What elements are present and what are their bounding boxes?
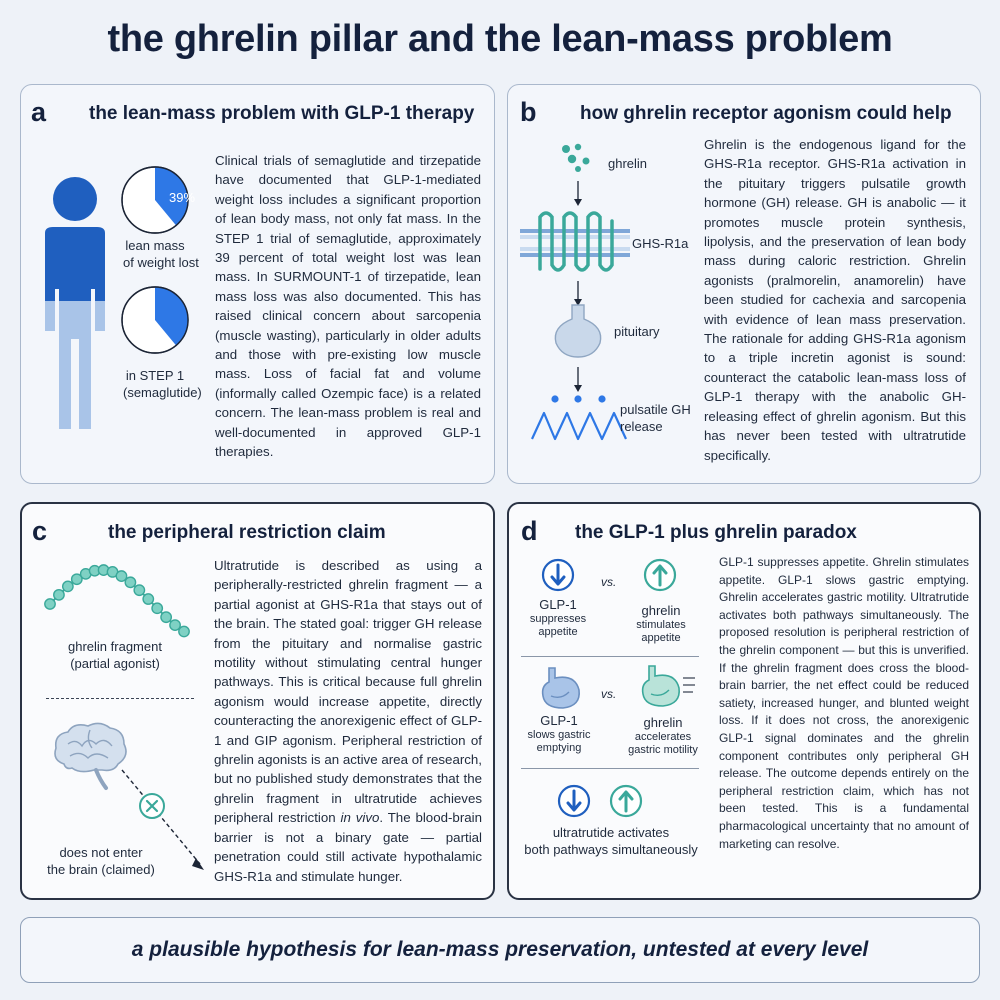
lean-mass-slice (155, 167, 188, 226)
label-sub: emptying (536, 742, 582, 754)
caption-line: in STEP 1 (125, 368, 185, 383)
panel-b-body: Ghrelin is the endogenous ligand for the… (704, 137, 966, 463)
panel-a-body: Clinical trials of semaglutide and tirze… (215, 153, 481, 460)
label-pituitary: pituitary (614, 324, 660, 339)
panel-b-letter: b (520, 97, 537, 127)
step1-pie-chart (121, 286, 189, 354)
amino-acid-bead (53, 588, 65, 601)
label-line: ghrelin (643, 715, 683, 730)
label-sub: stimulates (636, 619, 686, 631)
label-line: release (620, 419, 663, 434)
ghs-r1a-receptor-icon (520, 211, 630, 272)
panel-c-heading: the peripheral restriction claim (108, 522, 386, 543)
vs-label: vs. (601, 575, 617, 589)
person-icon (45, 177, 105, 429)
label-does-not-enter-brain: does not enter the brain (claimed) (36, 844, 166, 878)
arrow-down-icon (574, 281, 582, 306)
amino-acid-bead (44, 598, 56, 610)
panel-b: b how ghrelin receptor agonism could hel… (507, 84, 981, 484)
amino-acid-bead (133, 584, 146, 597)
arrow-down-icon (574, 367, 582, 392)
page-title: the ghrelin pillar and the lean-mass pro… (107, 18, 893, 60)
arrow-up-circle-icon (643, 558, 677, 592)
amino-acid-bead (115, 570, 128, 582)
label-sub: gastric motility (628, 744, 698, 756)
label-line: ghrelin (641, 603, 681, 618)
pituitary-icon (554, 304, 602, 358)
ghrelin-fragment-chain-icon (44, 564, 190, 638)
panel-a-letter: a (31, 97, 47, 127)
panel-c: c the peripheral restriction claim ghrel… (20, 502, 495, 900)
pie-caption-step1: in STEP 1 (semaglutide) (123, 367, 202, 401)
label-line: pulsatile GH (620, 402, 691, 417)
brain-icon (54, 722, 127, 790)
label-ghrelin-fragment: ghrelin fragment (partial agonist) (50, 638, 180, 672)
label-line: does not enter (59, 845, 143, 860)
panel-d-body: GLP-1 suppresses appetite. Ghrelin stimu… (719, 555, 969, 851)
label-ghrelin: ghrelin (608, 156, 648, 171)
panel-c-body-main: Ultratrutide is described as using a per… (214, 558, 482, 826)
panel-b-heading: how ghrelin receptor agonism could help (580, 103, 952, 124)
label-line: ultratrutide activates (552, 825, 670, 840)
panel-d: d the GLP-1 plus ghrelin paradox GLP-1 s… (507, 502, 981, 900)
pulsatile-gh-wave-icon (531, 395, 627, 441)
amino-acid-bead (70, 573, 83, 586)
label-sub: slows gastric (527, 729, 591, 741)
vs-label: vs. (601, 687, 617, 701)
amino-acid-bead (151, 602, 164, 615)
arrow-down-circle-icon (557, 784, 591, 818)
panel-d-letter: d (521, 516, 538, 546)
caption-line: of weight lost (123, 255, 199, 270)
dashed-divider (46, 698, 194, 699)
arrow-up-circle-icon (609, 784, 643, 818)
blocked-entry-icon (121, 769, 204, 870)
arrow-down-icon (574, 181, 582, 206)
label-ghs-r1a: GHS-R1a (632, 236, 689, 251)
label-line: (partial agonist) (70, 656, 160, 671)
arrow-down-circle-icon (541, 558, 575, 592)
amino-acid-bead (142, 593, 155, 605)
conclusion-banner: a plausible hypothesis for lean-mass pre… (20, 917, 980, 983)
stomach-slow-icon (541, 667, 580, 709)
label-line: GLP-1 (539, 597, 577, 612)
ghrelin-gastric-label: ghrelin accelerates gastric motility (621, 714, 705, 757)
lean-mass-slice (155, 287, 188, 346)
label-sub: suppresses appetite (529, 613, 587, 638)
label-gh-release: pulsatile GH release (620, 401, 691, 435)
pie-percent-label: 39% (169, 190, 196, 205)
both-pathways-label: ultratrutide activates both pathways sim… (523, 824, 699, 858)
ghrelin-appetite-label: ghrelin stimulates appetite (627, 602, 695, 645)
label-line: the brain (claimed) (47, 862, 155, 877)
amino-acid-bead (178, 625, 190, 638)
label-line: ghrelin fragment (68, 639, 162, 654)
caption-line: lean mass (125, 238, 185, 253)
amino-acid-bead (160, 611, 173, 624)
panel-a: a the lean-mass problem with GLP-1 thera… (20, 84, 495, 484)
glp1-gastric-label: GLP-1 slows gastric emptying (523, 712, 595, 755)
pie-caption-lean-mass: lean mass of weight lost (123, 237, 199, 271)
amino-acid-bead (61, 580, 74, 593)
panel-c-body-italic: in vivo (340, 810, 380, 826)
row-divider (521, 656, 699, 657)
panel-d-heading: the GLP-1 plus ghrelin paradox (575, 522, 857, 543)
amino-acid-bead (124, 576, 137, 589)
panel-c-letter: c (32, 516, 48, 546)
amino-acid-bead (169, 619, 181, 632)
caption-line: (semaglutide) (123, 385, 202, 400)
label-sub: accelerates (634, 731, 692, 743)
label-line: both pathways simultaneously (524, 842, 698, 857)
panel-c-body-end: . The blood-brain barrier is not a binar… (214, 810, 482, 884)
lean-mass-pie-chart (121, 166, 189, 234)
glp1-appetite-label: GLP-1 suppresses appetite (523, 596, 593, 639)
panel-c-body: Ultratrutide is described as using a per… (214, 556, 482, 886)
ghrelin-molecule-icon (562, 143, 590, 172)
label-line: GLP-1 (540, 713, 578, 728)
row-divider (521, 768, 699, 769)
panel-a-heading: the lean-mass problem with GLP-1 therapy (89, 103, 475, 124)
label-sub: appetite (641, 632, 681, 644)
stomach-fast-icon (641, 665, 695, 707)
